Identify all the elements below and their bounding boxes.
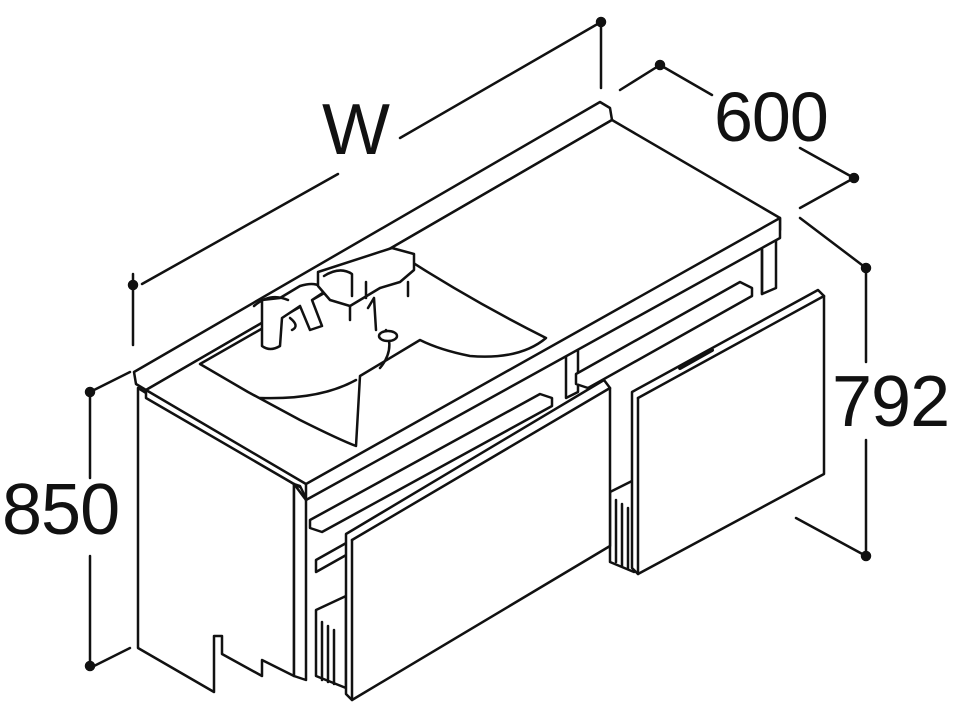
width-label: W bbox=[322, 90, 390, 170]
front-left-frame bbox=[292, 482, 308, 682]
faucet bbox=[252, 282, 326, 351]
dimension-lines bbox=[84, 16, 872, 672]
countertop bbox=[132, 100, 782, 502]
door-height-label: 792 bbox=[832, 362, 950, 442]
drawer-front-right[interactable] bbox=[630, 288, 826, 576]
drawer-back-left bbox=[308, 392, 554, 690]
countertop-front-edge bbox=[304, 216, 782, 502]
depth-label: 600 bbox=[714, 78, 829, 156]
mixer-unit bbox=[316, 246, 416, 332]
drawer-front-left[interactable] bbox=[344, 378, 612, 702]
counter-height-label: 850 bbox=[2, 470, 120, 550]
cabinet-body bbox=[136, 234, 778, 694]
